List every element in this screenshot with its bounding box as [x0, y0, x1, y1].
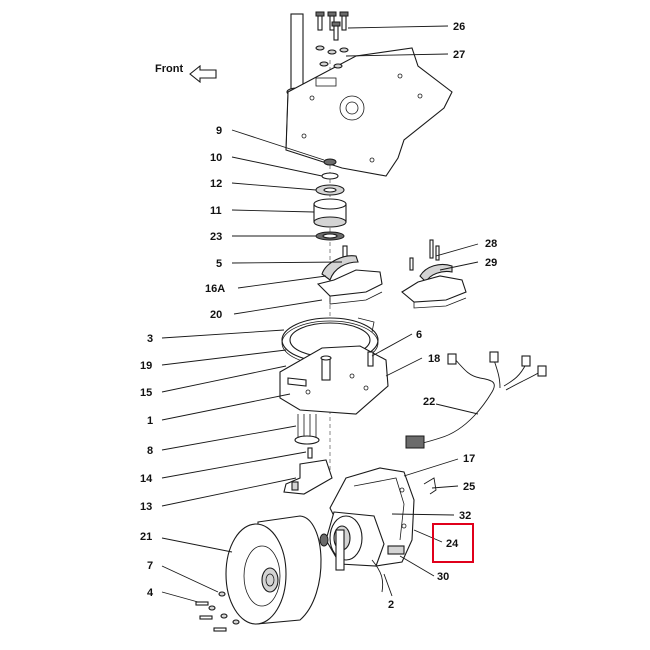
callout-10: 10 [210, 152, 222, 164]
highlight-box [432, 523, 474, 563]
callout-18: 18 [428, 353, 440, 365]
callout-12: 12 [210, 178, 222, 190]
callout-16a: 16A [205, 283, 225, 295]
drive-plate [279, 345, 389, 415]
callout-7: 7 [147, 560, 153, 572]
callout-30: 30 [437, 571, 449, 583]
gear-segment-16a [316, 245, 383, 305]
callout-13: 13 [140, 501, 152, 513]
sensor-bracket-28-29 [401, 239, 467, 309]
wheel-21 [225, 515, 322, 625]
callout-26: 26 [453, 21, 465, 33]
front-arrow-icon [189, 64, 217, 84]
callout-32: 32 [459, 510, 471, 522]
callout-6: 6 [416, 329, 422, 341]
fork-bracket-13 [283, 459, 333, 495]
callout-19: 19 [140, 360, 152, 372]
callout-11: 11 [210, 205, 222, 217]
top-mounting-plate [285, 47, 453, 177]
callout-23: 23 [210, 231, 222, 243]
callout-27: 27 [453, 49, 465, 61]
callout-15: 15 [140, 387, 152, 399]
hardware-8-14 [294, 414, 320, 459]
callout-21: 21 [140, 531, 152, 543]
callout-1: 1 [147, 415, 153, 427]
callout-17: 17 [463, 453, 475, 465]
bolts-26 [315, 11, 349, 41]
callout-24: 24 [446, 538, 459, 550]
drive-motor [319, 511, 405, 593]
callout-28: 28 [485, 238, 497, 250]
clip-25 [423, 477, 437, 495]
callout-5: 5 [216, 258, 222, 270]
bearing-stack [313, 158, 347, 241]
leader-lines [161, 25, 479, 603]
callout-29: 29 [485, 257, 497, 269]
callout-25: 25 [463, 481, 475, 493]
washers-27 [315, 45, 349, 69]
callout-8: 8 [147, 445, 153, 457]
callout-14: 14 [140, 473, 153, 485]
callout-labels: 26 27 9 10 12 11 23 5 16A 20 3 19 15 1 8… [140, 21, 497, 611]
hardware-7-4 [195, 591, 240, 632]
callout-22: 22 [423, 396, 435, 408]
callout-3: 3 [147, 333, 153, 345]
wire-harness-22 [405, 351, 547, 449]
callout-2: 2 [388, 599, 394, 611]
callout-4: 4 [147, 587, 154, 599]
callout-20: 20 [210, 309, 222, 321]
callout-9: 9 [216, 125, 222, 137]
front-label: Front [155, 63, 183, 75]
